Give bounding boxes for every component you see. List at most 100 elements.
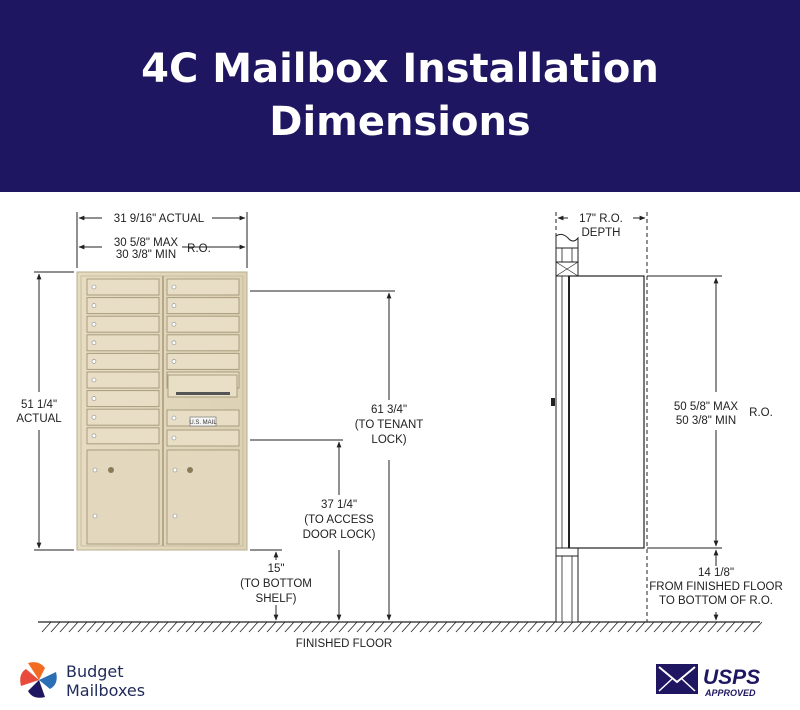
tenant-lock [91, 396, 97, 401]
floor-to-ro-value: 14 1/8" [698, 567, 734, 579]
tenant-door [86, 297, 160, 315]
floor-hatch-line [77, 621, 88, 633]
depth-value: 17" R.O. [579, 213, 623, 225]
access-lock-caption-2: DOOR LOCK) [303, 529, 376, 541]
bottom-shelf-dimension [250, 549, 282, 621]
floor-hatch-line [689, 621, 700, 633]
floor-hatch-line [410, 621, 421, 633]
floor-hatch-line [374, 621, 385, 633]
tenant-door [86, 352, 160, 370]
floor-hatch-line [698, 621, 709, 633]
floor-hatch-line [437, 621, 448, 633]
tenant-lock [91, 433, 97, 439]
floor-hatch-line [707, 621, 718, 633]
usps-approved-badge: USPS APPROVED [656, 664, 760, 698]
approved-text: APPROVED [704, 688, 756, 698]
tenant-door [166, 278, 240, 296]
tenant-door [166, 352, 240, 370]
ro-height-tag: R.O. [749, 407, 773, 419]
tenant-lock-caption-1: (TO TENANT [355, 419, 424, 431]
floor-hatch-line [302, 621, 313, 633]
floor-hatch-line [572, 621, 583, 633]
actual-height-dimension [34, 271, 74, 551]
floor-hatch-line [212, 621, 223, 633]
floor-hatch-line [338, 621, 349, 633]
parcel-locker-left [86, 449, 160, 545]
tenant-doors-left [86, 278, 160, 445]
floor-hatch-line [239, 621, 250, 633]
access-lock-dimension [250, 439, 343, 621]
side-view [551, 233, 645, 623]
tenant-lock-dimension [250, 290, 395, 621]
floor-hatch-line [644, 621, 655, 633]
tenant-lock [171, 321, 177, 327]
mailbox-unit-front: U.S. MAIL [76, 271, 248, 551]
usps-text: USPS [703, 666, 760, 689]
floor-hatch-line [221, 621, 232, 633]
tenant-door [86, 315, 160, 333]
floor-hatch-line [428, 621, 439, 633]
floor-hatch-line [194, 621, 205, 633]
floor-hatch-line [203, 621, 214, 633]
floor-hatch-line [122, 621, 133, 633]
ro-width-tag: R.O. [187, 243, 211, 255]
tenant-lock [91, 321, 97, 327]
floor-hatch-line [311, 621, 322, 633]
tenant-door [86, 427, 160, 445]
floor-hatch-line [86, 621, 97, 633]
floor-hatch-line [167, 621, 178, 633]
tenant-door [86, 334, 160, 352]
floor-hatch-line [563, 621, 574, 633]
bottom-shelf-caption-2: SHELF) [256, 593, 297, 605]
brand-name-line-1: Budget [66, 662, 124, 681]
parcel-locker-right [166, 449, 240, 545]
floor-hatch-line [275, 621, 286, 633]
ro-height-max-label: 50 5/8" MAX [674, 401, 739, 413]
floor-hatch-line [446, 621, 457, 633]
bottom-shelf-value: 15" [268, 563, 285, 575]
title-line-2: Dimensions [269, 99, 531, 145]
tenant-lock [91, 377, 97, 383]
budget-mailboxes-logo-icon [20, 662, 57, 698]
floor-hatch-line [131, 621, 142, 633]
floor-hatch-line [725, 621, 736, 633]
tenant-lock [171, 415, 177, 421]
floor-hatch-line [536, 621, 547, 633]
depth-dimension [555, 212, 648, 248]
ro-width-max-label: 30 5/8" MAX [114, 237, 179, 249]
floor-to-ro-caption-2: TO BOTTOM OF R.O. [659, 595, 773, 607]
floor-hatch-line [608, 621, 619, 633]
floor-hatch-line [248, 621, 259, 633]
outgoing-mail-slot [167, 374, 238, 398]
floor-hatch-line [464, 621, 475, 633]
tenant-door [86, 408, 160, 426]
floor-hatch-line [266, 621, 277, 633]
floor-hatch-line [365, 621, 376, 633]
tenant-door [166, 315, 240, 333]
floor-hatch-line [401, 621, 412, 633]
floor-hatch-line [716, 621, 727, 633]
floor-hatch-line [329, 621, 340, 633]
floor-hatch-line [50, 621, 61, 633]
ro-height-min-label: 50 3/8" MIN [676, 415, 736, 427]
tenant-lock [91, 340, 97, 346]
access-lock-caption-1: (TO ACCESS [304, 514, 374, 526]
tenant-door [166, 297, 240, 315]
floor-hatch-line [662, 621, 673, 633]
floor-hatch-line [68, 621, 79, 633]
installation-diagram: U.S. MAIL 31 9/16" ACTUAL 30 5/8" MAX 30… [16, 212, 783, 650]
width-dimensions [76, 212, 248, 268]
floor-hatch-line [473, 621, 484, 633]
floor-hatch-line [545, 621, 556, 633]
brand-name-line-2: Mailboxes [66, 681, 146, 700]
us-mail-label: U.S. MAIL [189, 420, 217, 426]
tenant-lock-caption-2: LOCK) [371, 434, 406, 446]
floor-hatch-line [41, 621, 52, 633]
floor-hatch-line [734, 621, 745, 633]
tenant-door [86, 278, 160, 296]
floor-hatch-line [590, 621, 601, 633]
floor-hatch-line [140, 621, 151, 633]
floor-hatch-line [455, 621, 466, 633]
finished-floor-label: FINISHED FLOOR [296, 638, 392, 650]
floor-hatch-line [149, 621, 160, 633]
